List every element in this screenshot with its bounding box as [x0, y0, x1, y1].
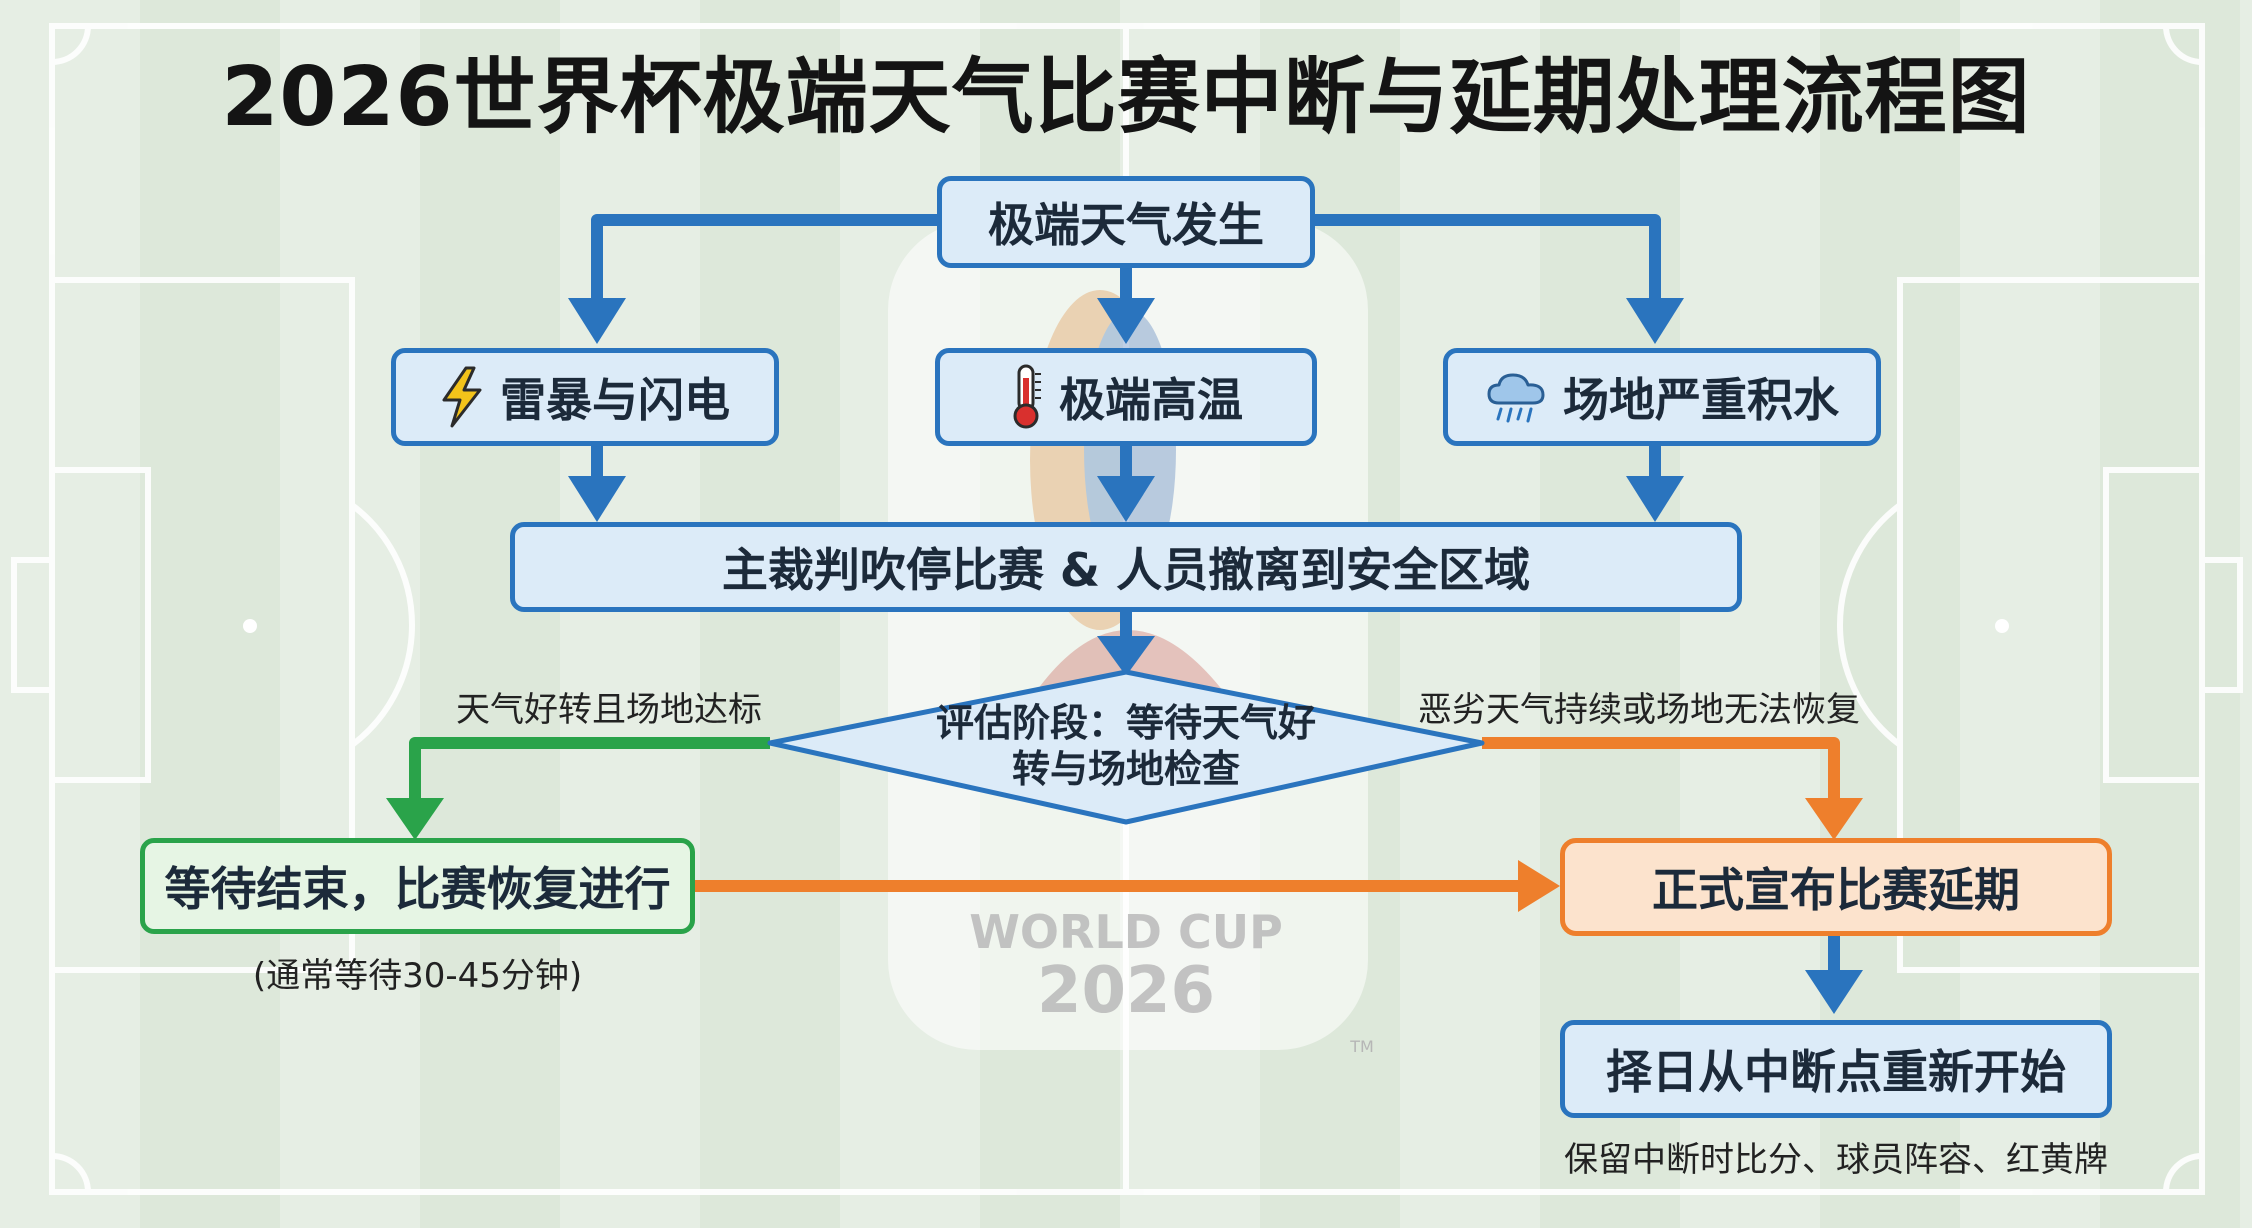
- restart-note: 保留中断时比分、球员阵容、红黄牌: [1564, 1140, 2108, 1180]
- node-thunder-label: 雷暴与闪电: [500, 373, 730, 427]
- node-assess-text: 评估阶段：等待天气好 转与场地检查: [870, 700, 1382, 792]
- arrowhead-restart: [1805, 970, 1863, 1014]
- arrowhead-heat: [1097, 298, 1155, 344]
- decision-diamond: [767, 669, 1485, 825]
- node-waterlogging: 场地严重积水: [1443, 348, 1881, 446]
- arrowhead-thunder: [568, 298, 626, 344]
- node-restart-label: 择日从中断点重新开始: [1606, 1045, 2066, 1099]
- node-postpone-label: 正式宣布比赛延期: [1652, 863, 2020, 917]
- watermark-tm: TM: [1349, 1037, 1374, 1056]
- arrowhead-resume: [386, 798, 444, 840]
- penalty-spot-right: [1995, 619, 2009, 633]
- arrowhead-assess: [1097, 636, 1155, 676]
- page-title: 2026世界杯极端天气比赛中断与延期处理流程图: [221, 50, 2031, 145]
- arrowhead-waterlogging: [1626, 298, 1684, 344]
- node-postpone: 正式宣布比赛延期: [1560, 838, 2112, 936]
- edge-label-good: 天气好转且场地达标: [456, 690, 762, 730]
- node-waterlogging-label: 场地严重积水: [1563, 373, 1839, 427]
- connector-assess-to-postpone: [1482, 737, 1840, 800]
- node-resume: 等待结束，比赛恢复进行: [140, 838, 695, 934]
- connector-start-to-thunder: [591, 214, 937, 300]
- edge-label-bad: 恶劣天气持续或场地无法恢复: [1418, 690, 1860, 730]
- connector-start-to-waterlogging: [1315, 214, 1661, 300]
- node-assess-line2: 转与场地检查: [1011, 747, 1240, 791]
- node-thunder: 雷暴与闪电: [391, 348, 779, 446]
- node-start: 极端天气发生: [937, 176, 1315, 268]
- node-start-label: 极端天气发生: [988, 198, 1264, 252]
- node-resume-label: 等待结束，比赛恢复进行: [164, 862, 671, 916]
- connector-assess-to-resume: [409, 737, 770, 800]
- rain-cloud-icon: [1485, 369, 1547, 425]
- thermometer-icon: [1009, 364, 1043, 430]
- arrowhead-suspend-right: [1626, 476, 1684, 522]
- arrowhead-postpone-down: [1805, 798, 1863, 840]
- arrowhead-suspend-left: [568, 476, 626, 522]
- arrowhead-postpone-right: [1518, 860, 1560, 912]
- penalty-spot-left: [243, 619, 257, 633]
- node-assess-line1: 评估阶段：等待天气好: [935, 701, 1316, 745]
- watermark-2026: 2026: [1037, 954, 1215, 1028]
- node-suspend: 主裁判吹停比赛 & 人员撤离到安全区域: [510, 522, 1742, 612]
- watermark-world-cup: WORLD CUP: [969, 905, 1283, 959]
- node-suspend-label: 主裁判吹停比赛 & 人员撤离到安全区域: [721, 543, 1531, 597]
- lightning-bolt-icon: [440, 366, 484, 428]
- node-heat-label: 极端高温: [1059, 373, 1243, 427]
- resume-note: (通常等待30-45分钟): [252, 956, 583, 996]
- arrowhead-suspend-center: [1097, 476, 1155, 522]
- arrowheads: [386, 298, 1863, 1014]
- node-heat: 极端高温: [935, 348, 1317, 446]
- node-restart: 择日从中断点重新开始: [1560, 1020, 2112, 1118]
